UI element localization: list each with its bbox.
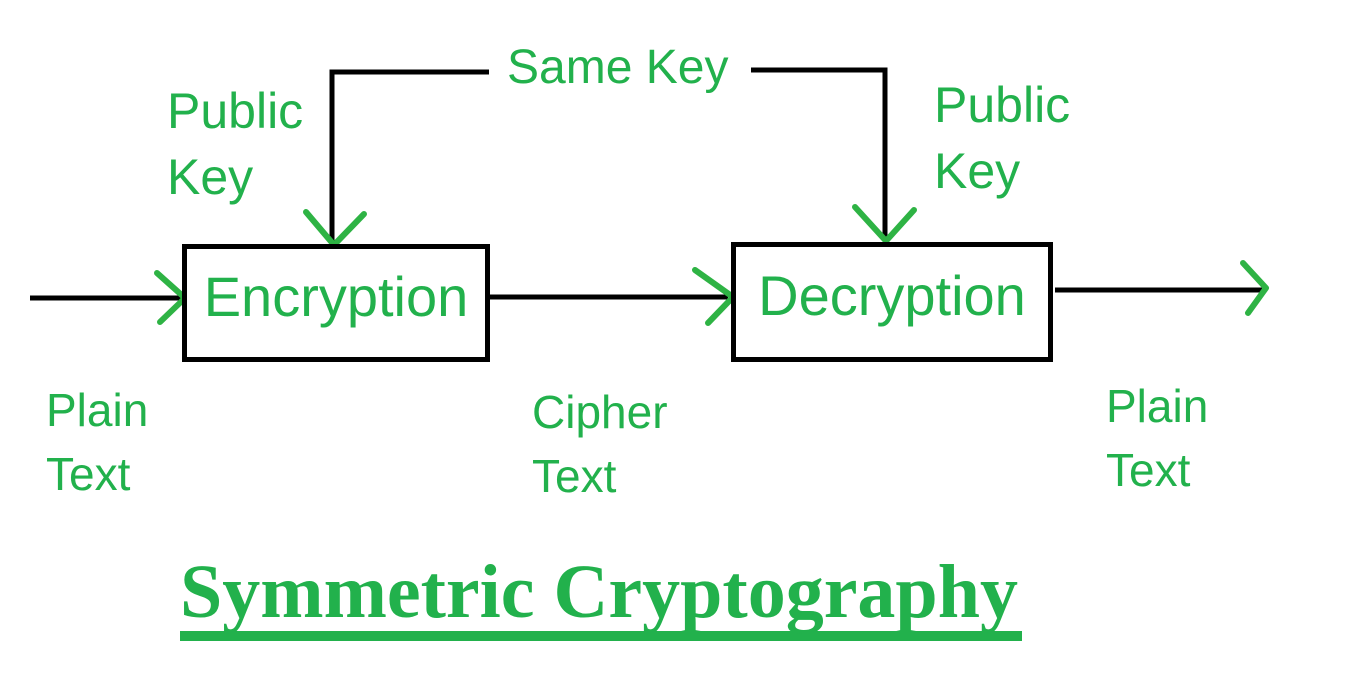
public-key-right-label: Public Key — [934, 77, 1071, 199]
plain-text-output-label: Plain Text — [1106, 380, 1209, 496]
arrowhead-key-into-encryption-icon — [303, 209, 367, 248]
arrowhead-key-into-decryption-icon — [852, 204, 917, 244]
encryption-box-label: Encryption — [203, 264, 469, 328]
diagram-title: Symmetric Cryptography — [180, 554, 1022, 641]
same-key-to-decryption-line — [751, 67, 888, 240]
decryption-box-label: Decryption — [758, 263, 1026, 327]
same-key-to-encryption-line — [329, 69, 489, 243]
cipher-text-label: Cipher Text — [532, 386, 668, 502]
arrowhead-output-icon — [1240, 260, 1269, 316]
public-key-left-label: Public Key — [167, 83, 304, 205]
decryption-box: Decryption — [731, 242, 1053, 362]
encryption-box: Encryption — [182, 244, 490, 362]
same-key-label: Same Key — [507, 41, 729, 94]
plain-text-input-label: Plain Text — [46, 384, 149, 500]
